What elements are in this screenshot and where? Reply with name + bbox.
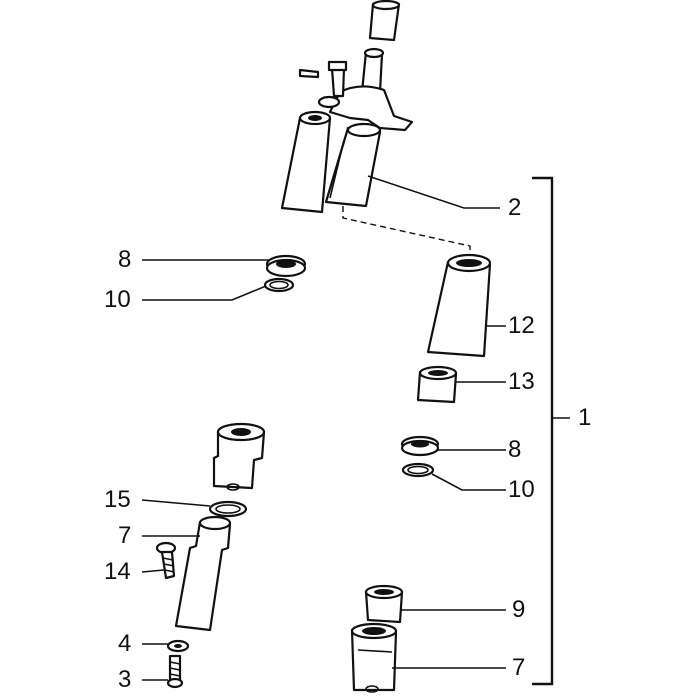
oring-10-lower [401,462,435,478]
slider-7-left [174,515,232,632]
leader-10-lower [431,473,506,491]
bushing-9 [364,584,404,624]
leader-15 [141,499,211,507]
oring-15 [208,500,248,518]
callout-9: 9 [512,596,526,623]
callout-8-upper: 8 [118,246,132,273]
oring-10-upper [263,277,295,293]
screw-3 [166,654,184,689]
callout-14: 14 [104,558,131,585]
callout-15: 15 [104,486,131,513]
callout-2: 2 [508,194,522,221]
callout-10-lower: 10 [508,476,535,503]
leader-10-upper [142,285,267,301]
seal-8-lower [400,435,440,457]
callout-12: 12 [508,312,535,339]
screw-14 [155,541,177,580]
lower-cap-left [212,422,266,491]
fork-assembly [280,0,471,258]
leader-2 [367,175,500,209]
bracket-1 [532,176,554,686]
callout-3: 3 [118,666,132,693]
callout-13: 13 [508,368,535,395]
callout-1: 1 [578,404,592,431]
sleeve-12 [426,253,492,358]
callout-8-lower: 8 [508,436,522,463]
bushing-13 [416,365,458,404]
leader-14 [141,569,165,573]
callout-10-upper: 10 [104,286,131,313]
callout-4: 4 [118,630,132,657]
seal-8-upper [265,254,307,278]
slider-7-right [350,622,398,693]
callout-7-right: 7 [512,654,526,681]
callout-7-left: 7 [118,522,132,549]
washer-4 [166,639,190,653]
leader-lines [141,175,570,686]
